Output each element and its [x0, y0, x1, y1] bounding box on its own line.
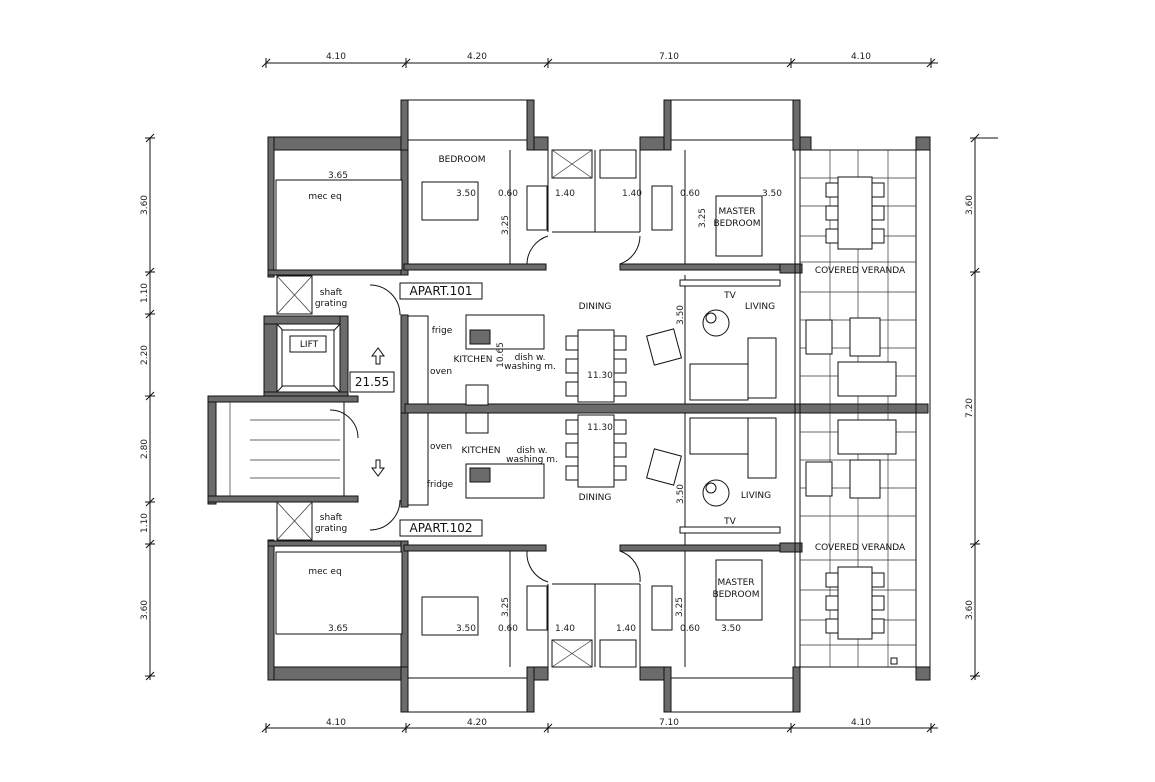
dim-bed-w-102: 3.50 — [456, 624, 476, 634]
dim-bottom-4: 4.10 — [851, 718, 871, 728]
lift-label: LIFT — [300, 340, 319, 350]
dining-label-102: DINING — [579, 493, 612, 503]
apartment-101-tag-box — [399, 282, 483, 300]
mec-label-102: mec eq — [308, 567, 341, 577]
dim-din-w-101: 11.30 — [587, 371, 613, 381]
dim-right-1: 3.60 — [965, 195, 975, 215]
dim-liv-h-102: 3.50 — [676, 484, 686, 504]
washing-label-102: washing m. — [506, 455, 558, 465]
shaft-label-102-2: grating — [315, 524, 347, 534]
dim-right-2: 7.20 — [965, 398, 975, 418]
dim-bed-h-101: 3.25 — [501, 215, 511, 235]
dim-140b-102: 1.40 — [616, 624, 636, 634]
kitchen-label-102: KITCHEN — [462, 446, 501, 456]
shaft-label-102-1: shaft — [320, 513, 343, 523]
apartment-101: APART.101 BEDROOM MASTER BEDROOM KITCHEN… — [308, 155, 906, 381]
dim-140a-101: 1.40 — [555, 189, 575, 199]
dim-top-2: 4.20 — [467, 52, 487, 62]
level-tag: 21.55 — [355, 375, 389, 389]
living-label-102: LIVING — [741, 491, 771, 501]
shaft-label-101-2: grating — [315, 299, 347, 309]
oven-label-102: oven — [430, 442, 452, 452]
furniture — [215, 149, 898, 668]
dim-140a-102: 1.40 — [555, 624, 575, 634]
kitchen-label-101: KITCHEN — [454, 355, 493, 365]
dim-bottom-1: 4.10 — [326, 718, 346, 728]
veranda-label-101: COVERED VERANDA — [815, 266, 906, 276]
washing-label-101: washing m. — [504, 362, 556, 372]
dim-060b-102: 0.60 — [680, 624, 700, 634]
dim-bed-w-101: 3.50 — [456, 189, 476, 199]
shaft-label-101-1: shaft — [320, 288, 343, 298]
dim-liv-h-101: 3.50 — [676, 305, 686, 325]
mec-label-101: mec eq — [308, 192, 341, 202]
fridge-label-102: fridge — [427, 480, 454, 490]
dim-bottom-3: 7.10 — [659, 718, 679, 728]
dim-left-1: 3.60 — [140, 195, 150, 215]
dim-din-w-102: 11.30 — [587, 423, 613, 433]
dim-060a-102: 0.60 — [498, 624, 518, 634]
master-bedroom-label-102-2: BEDROOM — [713, 590, 760, 600]
dim-mb-w-102: 3.50 — [721, 624, 741, 634]
master-bedroom-label-102-1: MASTER — [717, 578, 754, 588]
apartment-101-name: APART.101 — [410, 284, 473, 298]
dim-bed-h-102: 3.25 — [501, 597, 511, 617]
frige-label-101: frige — [432, 326, 453, 336]
apartment-102: APART.102 MASTER BEDROOM KITCHEN DINING … — [308, 423, 906, 634]
dish-label-102: dish w. — [517, 446, 548, 456]
bedroom-label-101: BEDROOM — [439, 155, 486, 165]
core: LIFT 21.55 — [289, 335, 395, 477]
apartment-102-tag-box — [399, 519, 483, 537]
dim-mb-w-101: 3.50 — [762, 189, 782, 199]
dimension-lines: 4.10 4.20 7.10 4.10 4.10 4.20 7.10 4.10 … — [140, 52, 998, 733]
dish-label-101: dish w. — [515, 353, 546, 363]
living-label-101: LIVING — [745, 302, 775, 312]
dim-left-5: 1.10 — [140, 513, 150, 533]
walls — [207, 99, 931, 713]
dim-mb-h-101: 3.25 — [698, 208, 708, 228]
dining-label-101: DINING — [579, 302, 612, 312]
dim-060a-101: 0.60 — [498, 189, 518, 199]
dim-left-4: 2.80 — [140, 439, 150, 459]
dim-140b-101: 1.40 — [622, 189, 642, 199]
dim-mb-h-102: 3.25 — [675, 597, 685, 617]
dim-mec-w-101: 3.65 — [328, 171, 348, 181]
apartment-102-name: APART.102 — [410, 521, 473, 535]
dim-left-6: 3.60 — [140, 600, 150, 620]
dim-mec-w-102: 3.65 — [328, 624, 348, 634]
tv-label-101: TV — [723, 291, 736, 301]
dim-top-4: 4.10 — [851, 52, 871, 62]
master-bedroom-label-101-2: BEDROOM — [714, 219, 761, 229]
arrow-up-icon — [371, 347, 385, 365]
arrow-down-icon — [371, 459, 385, 477]
veranda-label-102: COVERED VERANDA — [815, 543, 906, 553]
master-bedroom-label-101-1: MASTER — [718, 207, 755, 217]
dim-top-1: 4.10 — [326, 52, 346, 62]
tv-label-102: TV — [723, 517, 736, 527]
dim-right-3: 3.60 — [965, 600, 975, 620]
dim-060b-101: 0.60 — [680, 189, 700, 199]
dim-left-2: 1.10 — [140, 283, 150, 303]
level-tag-box — [349, 371, 395, 393]
oven-label-101: oven — [430, 367, 452, 377]
dim-bottom-2: 4.20 — [467, 718, 487, 728]
dim-left-3: 2.20 — [140, 345, 150, 365]
dim-top-3: 7.10 — [659, 52, 679, 62]
dim-kit-h-101: 10.65 — [496, 342, 506, 368]
